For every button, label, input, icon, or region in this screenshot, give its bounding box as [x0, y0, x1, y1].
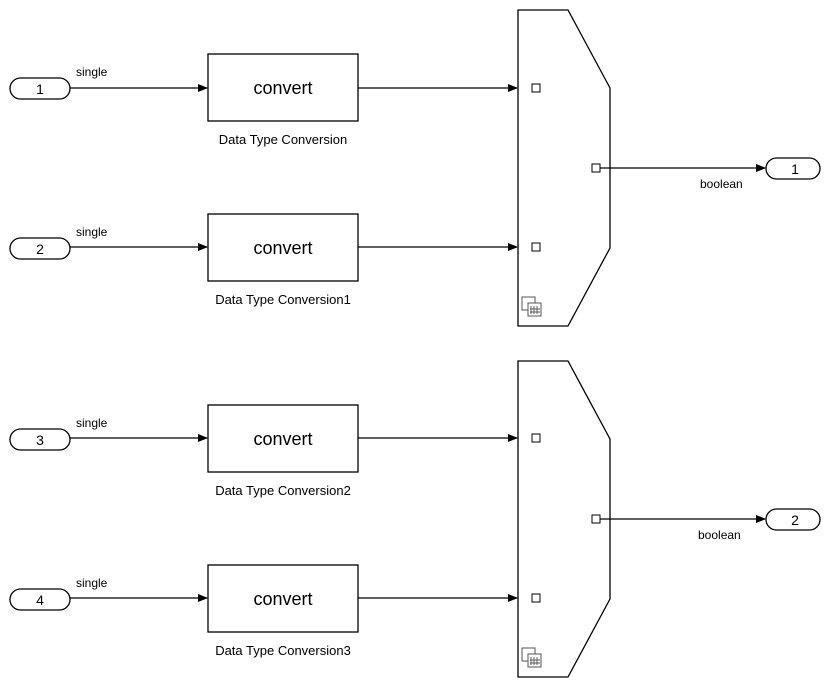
subsystem-2-output-port — [591, 514, 601, 524]
inport-2[interactable]: 2 — [9, 237, 71, 260]
subsystem-1-output-port — [591, 163, 601, 173]
inport-2-shape — [9, 237, 71, 260]
conversion-block-name[interactable]: Data Type Conversion3 — [215, 643, 351, 658]
conversion-block-body — [207, 53, 359, 122]
inport-2-number: 2 — [36, 241, 44, 257]
conversion-block-text: convert — [253, 78, 312, 98]
signal-label-in1: single — [76, 65, 108, 79]
subsystem-2-input-port-1 — [531, 433, 541, 443]
subsystem-1-input-port-1 — [531, 83, 541, 93]
outport-1-number: 1 — [791, 161, 799, 177]
conversion-block-body — [207, 213, 359, 282]
subsystem-1-body — [517, 9, 611, 327]
inport-1[interactable]: 1 — [9, 77, 71, 100]
inport-1-number: 1 — [36, 81, 44, 97]
conversion-block-name[interactable]: Data Type Conversion — [219, 132, 347, 147]
data-type-conversion-block[interactable]: convert — [207, 53, 359, 122]
subsystem-1-input-port-2 — [531, 242, 541, 252]
subsystem-2-body — [517, 360, 611, 678]
data-type-conversion-block[interactable]: convert — [207, 213, 359, 282]
inport-3-number: 3 — [36, 432, 44, 448]
inport-4-number: 4 — [36, 592, 44, 608]
inport-4[interactable]: 4 — [9, 588, 71, 611]
subsystem-block-2[interactable] — [517, 360, 611, 678]
outport-2[interactable]: 2 — [765, 508, 821, 531]
inport-3-shape — [9, 428, 71, 451]
subsystem-2-input-port-2 — [531, 593, 541, 603]
conversion-block-text: convert — [253, 589, 312, 609]
outport-2-shape — [765, 508, 821, 531]
signal-label-in3: single — [76, 416, 108, 430]
conversion-block-body — [207, 404, 359, 473]
signal-label-out2: boolean — [698, 528, 741, 542]
subsystem-reference-icon — [521, 647, 542, 668]
data-type-conversion-block[interactable]: convert — [207, 404, 359, 473]
subsystem-block-1[interactable] — [517, 9, 611, 327]
outport-1[interactable]: 1 — [765, 157, 821, 180]
outport-2-number: 2 — [791, 512, 799, 528]
signal-label-in4: single — [76, 576, 108, 590]
inport-3[interactable]: 3 — [9, 428, 71, 451]
signal-label-out1: boolean — [700, 177, 743, 191]
conversion-block-text: convert — [253, 238, 312, 258]
conversion-block-text: convert — [253, 429, 312, 449]
conversion-block-name[interactable]: Data Type Conversion1 — [215, 292, 351, 307]
conversion-block-body — [207, 564, 359, 633]
data-type-conversion-block[interactable]: convert — [207, 564, 359, 633]
signal-label-in2: single — [76, 225, 108, 239]
inport-4-shape — [9, 588, 71, 611]
conversion-block-name[interactable]: Data Type Conversion2 — [215, 483, 351, 498]
outport-1-shape — [765, 157, 821, 180]
subsystem-reference-icon — [521, 296, 542, 317]
